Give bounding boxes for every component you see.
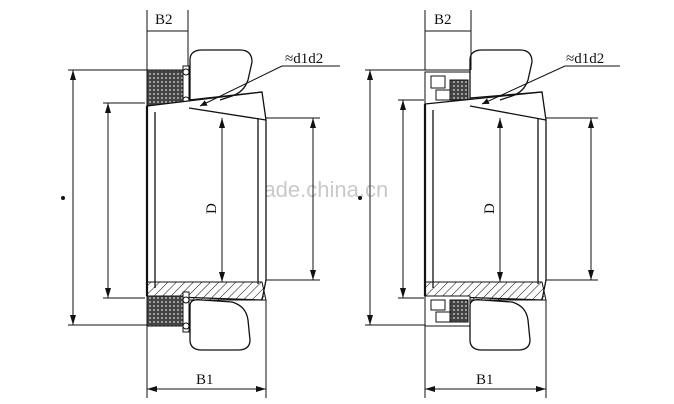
left-drawing: B2 [61, 10, 340, 398]
right-drawing: B2 [358, 10, 620, 398]
right-d-label: D [482, 203, 498, 214]
left-b1-label: B1 [196, 372, 214, 388]
left-callout-label: ≈d1d2 [285, 51, 323, 67]
right-callout-label: ≈d1d2 [566, 51, 604, 67]
left-b2-label: B2 [155, 12, 173, 28]
watermark-text: trade.china.cn [250, 177, 388, 202]
right-b1-label: B1 [476, 372, 494, 388]
right-b2-label: B2 [434, 12, 452, 28]
left-d-label: D [204, 203, 220, 214]
